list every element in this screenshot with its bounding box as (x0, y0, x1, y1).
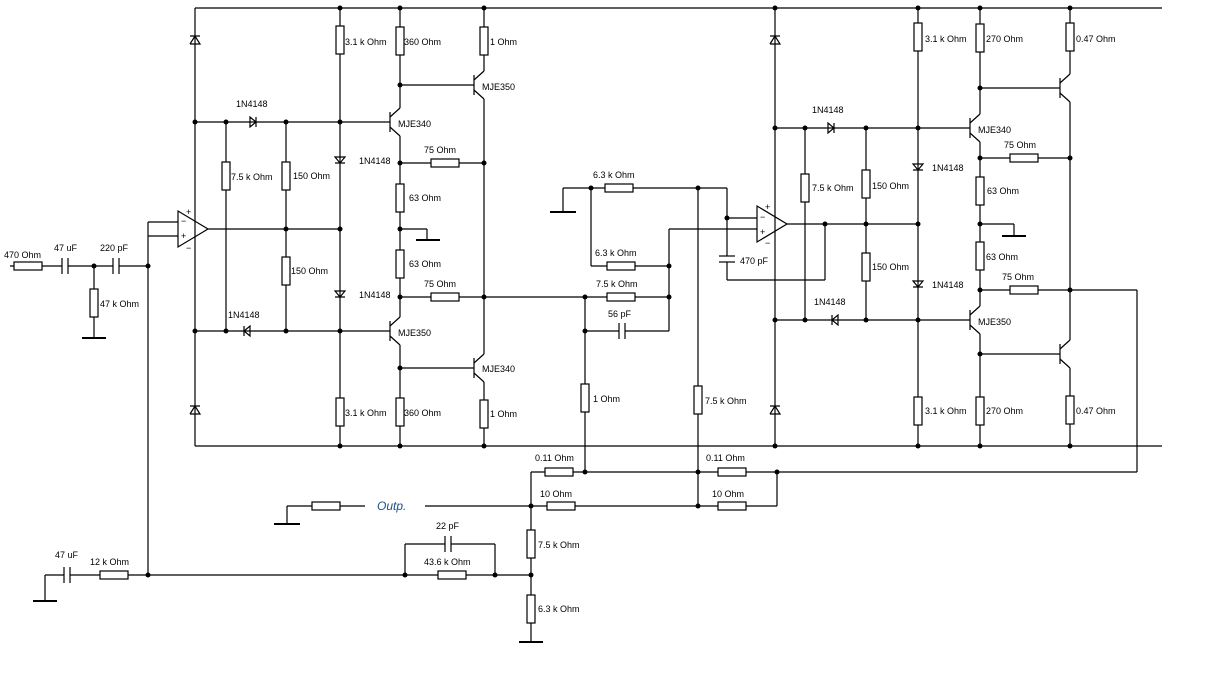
left-r75-bot-label: 75 Ohm (424, 279, 456, 289)
left-r75-top-label: 75 Ohm (424, 145, 456, 155)
left-r360-top-label: 360 Ohm (404, 37, 441, 47)
opamp-left-plus: + (181, 231, 186, 241)
output-combiner: 0.11 Ohm 10 Ohm 0.11 Ohm 10 Ohm Outp. (274, 290, 1138, 525)
right-amplifier: − + + − 1N4148 1N4148 7.5 k Ohm 150 Ohm … (756, 5, 1137, 449)
opamp-right-supply-minus: − (765, 238, 770, 248)
opamp-left-supply-plus: + (186, 207, 191, 217)
left-r63-top-label: 63 Ohm (409, 193, 441, 203)
right-r270-top-label: 270 Ohm (986, 34, 1023, 44)
feedback-12k-resistor (99, 570, 129, 580)
opamp-right-minus: − (760, 212, 765, 222)
feedback-resistor-label: 12 k Ohm (90, 557, 129, 567)
right-r31-bot-label: 3.1 k Ohm (925, 406, 967, 416)
diode-icon (911, 163, 925, 171)
right-r75-top-label: 75 Ohm (1004, 140, 1036, 150)
right-r63-bot-label: 63 Ohm (986, 252, 1018, 262)
left-q-bot-label: MJE350 (398, 328, 431, 338)
left-r75k-label: 7.5 k Ohm (231, 172, 273, 182)
opamp-left-minus: − (181, 216, 186, 226)
input-cap2-label: 220 pF (100, 243, 129, 253)
right-r150-bot-label: 150 Ohm (872, 262, 909, 272)
right-d-mid1-label: 1N4148 (932, 163, 964, 173)
power-rails (195, 7, 1162, 447)
feedback-network: 47 uF 12 k Ohm 22 pF 43.6 k Ohm 7.5 k Oh… (33, 472, 580, 643)
left-r31-top-label: 3.1 k Ohm (345, 37, 387, 47)
left-r31-bot-label: 3.1 k Ohm (345, 408, 387, 418)
diode-icon (333, 156, 347, 164)
opamp-left (177, 209, 210, 249)
left-d-mid1-label: 1N4148 (359, 156, 391, 166)
opamp-right-supply-plus: + (765, 202, 770, 212)
left-d-mid2-label: 1N4148 (359, 290, 391, 300)
divider-63k-label: 6.3 k Ohm (538, 604, 580, 614)
right-d-top-label: 1N4148 (812, 105, 844, 115)
input-bias-label: 47 k Ohm (100, 299, 139, 309)
r011-b-label: 0.11 Ohm (706, 453, 745, 463)
divider-75k-resistor (526, 529, 536, 559)
right-d-bot-label: 1N4148 (814, 297, 846, 307)
left-qo-top-label: MJE350 (482, 82, 515, 92)
divider-63k-resistor (526, 594, 536, 624)
right-r31-top-label: 3.1 k Ohm (925, 34, 967, 44)
right-q-top-label: MJE340 (978, 125, 1011, 135)
cap-22pf-label: 22 pF (436, 521, 460, 531)
r10-b-label: 10 Ohm (712, 489, 744, 499)
divider-75k-label: 7.5 k Ohm (538, 540, 580, 550)
right-r047-bot-label: 0.47 Ohm (1076, 406, 1116, 416)
opamp-right (756, 204, 789, 244)
zener-icon (769, 34, 782, 45)
right-r63-top-label: 63 Ohm (987, 186, 1019, 196)
r10-a-label: 10 Ohm (540, 489, 572, 499)
diode-icon (911, 280, 925, 288)
output-label: Outp. (377, 499, 406, 513)
right-r75k-label: 7.5 k Ohm (812, 183, 854, 193)
right-r270-bot-label: 270 Ohm (986, 406, 1023, 416)
right-r150-top-label: 150 Ohm (872, 181, 909, 191)
input-resistor (13, 261, 43, 271)
left-r150-bot-label: 150 Ohm (291, 266, 328, 276)
mid-r1-label: 1 Ohm (593, 394, 620, 404)
right-q-bot-label: MJE350 (978, 317, 1011, 327)
mid-c56-label: 56 pF (608, 309, 632, 319)
opamp-left-supply-minus: − (186, 243, 191, 253)
zener-icon (189, 34, 202, 45)
opamp-right-plus: + (760, 227, 765, 237)
input-section: 470 Ohm 47 uF 220 pF 47 k Ohm (4, 221, 178, 575)
feedback-cap-label: 47 uF (55, 550, 79, 560)
left-qo-bot-label: MJE340 (482, 364, 515, 374)
left-d-top-label: 1N4148 (236, 99, 268, 109)
zener-icon (769, 404, 782, 415)
diode-icon (249, 115, 257, 129)
left-r150-top-label: 150 Ohm (293, 171, 330, 181)
resistor-43k-label: 43.6 k Ohm (424, 557, 471, 567)
diode-icon (333, 290, 347, 298)
left-amplifier: − + + − 1N4148 1N4148 7.5 k Ohm 150 Ohm … (177, 5, 585, 449)
right-r047-top-label: 0.47 Ohm (1076, 34, 1116, 44)
zener-icon (189, 404, 202, 415)
mid-r75k-v-label: 7.5 k Ohm (705, 396, 747, 406)
left-r1-bot-label: 1 Ohm (490, 409, 517, 419)
mid-r63k-top-label: 6.3 k Ohm (593, 170, 635, 180)
left-d-bot-label: 1N4148 (228, 310, 260, 320)
left-r360-bot-label: 360 Ohm (404, 408, 441, 418)
diode-icon (243, 324, 251, 338)
r011-a-label: 0.11 Ohm (535, 453, 574, 463)
mid-c470-label: 470 pF (740, 256, 769, 266)
middle-section: 6.3 k Ohm 6.3 k Ohm 7.5 k Ohm 56 pF 1 Oh… (550, 170, 826, 506)
input-bias-resistor (89, 288, 99, 318)
left-r1-top-label: 1 Ohm (490, 37, 517, 47)
left-q-top-label: MJE340 (398, 119, 431, 129)
mid-r63k-mid-label: 6.3 k Ohm (595, 248, 637, 258)
diode-icon (831, 313, 839, 327)
left-r63-bot-label: 63 Ohm (409, 259, 441, 269)
right-d-mid2-label: 1N4148 (932, 280, 964, 290)
feedback-43k-resistor (437, 570, 467, 580)
input-cap-label: 47 uF (54, 243, 78, 253)
right-r75-bot-label: 75 Ohm (1002, 272, 1034, 282)
mid-r75k-label: 7.5 k Ohm (596, 279, 638, 289)
diode-icon (827, 121, 835, 135)
input-resistor-label: 470 Ohm (4, 250, 41, 260)
